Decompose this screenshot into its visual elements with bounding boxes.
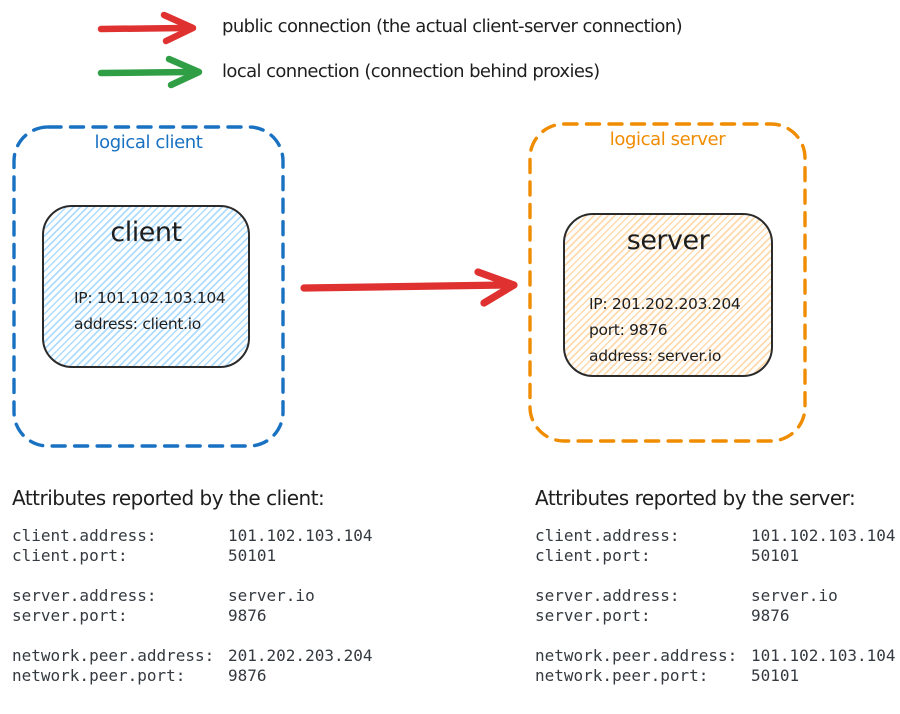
attr-value: 50101: [751, 666, 800, 685]
attr-value: 101.102.103.104: [751, 646, 896, 665]
attr-group-server: server.address: server.io server.port: 9…: [535, 586, 896, 626]
client-server-arrow-icon: [300, 268, 518, 307]
attr-row: server.address: server.io: [12, 586, 373, 606]
server-port-line: port: 9876: [589, 321, 668, 339]
client-ip-line: IP: 101.102.103.104: [74, 289, 226, 307]
attr-value: 101.102.103.104: [751, 526, 896, 545]
legend-label-public: public connection (the actual client-ser…: [222, 16, 683, 37]
attr-value: 9876: [751, 606, 790, 625]
client-address-line: address: client.io: [74, 315, 201, 333]
attr-label: server.address:: [535, 586, 680, 605]
attr-label: client.address:: [12, 526, 157, 545]
attr-group-client: client.address: 101.102.103.104 client.p…: [12, 526, 373, 566]
attr-group-server: server.address: server.io server.port: 9…: [12, 586, 373, 626]
attr-row: network.peer.port: 50101: [535, 666, 896, 686]
attr-row: server.port: 9876: [535, 606, 896, 626]
attr-group-network-peer: network.peer.address: 201.202.203.204 ne…: [12, 646, 373, 686]
client-attributes-heading: Attributes reported by the client:: [12, 486, 325, 510]
attr-label: client.port:: [535, 546, 651, 565]
attr-value: 201.202.203.204: [228, 646, 373, 665]
server-node: server IP: 201.202.203.204 port: 9876 ad…: [563, 213, 773, 377]
attr-label: server.address:: [12, 586, 157, 605]
local-arrow-icon: [97, 55, 203, 89]
attr-row: client.port: 50101: [535, 546, 896, 566]
attr-value: 50101: [228, 546, 277, 565]
attr-value: server.io: [228, 586, 315, 605]
attr-label: server.port:: [535, 606, 651, 625]
attr-row: server.port: 9876: [12, 606, 373, 626]
attr-value: 50101: [751, 546, 800, 565]
server-node-title: server: [626, 225, 710, 256]
legend-label-local: local connection (connection behind prox…: [222, 61, 600, 82]
client-node: client IP: 101.102.103.104 address: clie…: [42, 205, 250, 368]
attr-value: 101.102.103.104: [228, 526, 373, 545]
client-node-title: client: [110, 217, 182, 248]
attr-group-client: client.address: 101.102.103.104 client.p…: [535, 526, 896, 566]
attr-row: client.address: 101.102.103.104: [12, 526, 373, 546]
attr-value: 9876: [228, 666, 267, 685]
attr-row: client.port: 50101: [12, 546, 373, 566]
attr-label: client.port:: [12, 546, 128, 565]
attr-row: server.address: server.io: [535, 586, 896, 606]
attr-row: network.peer.port: 9876: [12, 666, 373, 686]
attr-value: server.io: [751, 586, 838, 605]
server-node-details: IP: 201.202.203.204 port: 9876 address: …: [589, 291, 741, 369]
attr-row: network.peer.address: 101.102.103.104: [535, 646, 896, 666]
client-attributes-list: client.address: 101.102.103.104 client.p…: [12, 526, 373, 706]
attr-label: network.peer.port:: [535, 666, 709, 685]
public-arrow-icon: [97, 11, 197, 45]
logical-client-boundary: [12, 125, 285, 448]
attr-row: network.peer.address: 201.202.203.204: [12, 646, 373, 666]
attr-row: client.address: 101.102.103.104: [535, 526, 896, 546]
logical-server-boundary: [528, 122, 807, 443]
server-ip-line: IP: 201.202.203.204: [589, 295, 741, 313]
logical-server-label: logical server: [609, 129, 726, 150]
client-node-details: IP: 101.102.103.104 address: client.io: [74, 285, 226, 337]
server-attributes-list: client.address: 101.102.103.104 client.p…: [535, 526, 896, 706]
server-address-line: address: server.io: [589, 347, 722, 365]
attr-label: network.peer.address:: [535, 646, 738, 665]
attr-label: client.address:: [535, 526, 680, 545]
logical-client-label: logical client: [94, 132, 203, 153]
attr-label: network.peer.address:: [12, 646, 215, 665]
attr-label: server.port:: [12, 606, 128, 625]
server-attributes-heading: Attributes reported by the server:: [535, 486, 856, 510]
attr-label: network.peer.port:: [12, 666, 186, 685]
attr-group-network-peer: network.peer.address: 101.102.103.104 ne…: [535, 646, 896, 686]
attr-value: 9876: [228, 606, 267, 625]
